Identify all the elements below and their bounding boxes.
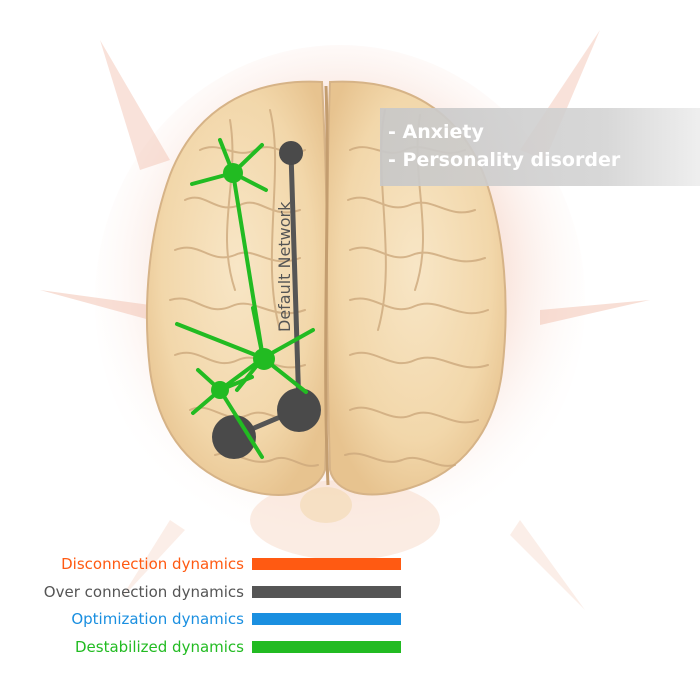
default-network-label: Default Network [275,201,294,332]
destabilized-node [211,381,229,399]
legend-label: Destabilized dynamics [74,638,244,656]
destabilized-node [253,348,275,370]
network-node [212,415,256,459]
disorder-item: - Personality disorder [388,149,621,171]
brain-folds [169,109,489,467]
legend-swatch [252,586,401,598]
network-node [277,388,321,432]
network-edge [288,152,302,410]
brain-fissure [324,85,330,486]
legend-item-optimization: Optimization dynamics [0,607,700,631]
network-node [279,141,303,165]
disorder-list: - Anxiety - Personality disorder [380,108,700,174]
legend-swatch [252,613,401,625]
legend-label: Disconnection dynamics [61,555,244,573]
legend-swatch [252,558,401,570]
disorder-callout: - Anxiety - Personality disorder [380,108,700,186]
default-network [212,141,321,459]
legend-item-over-connection: Over connection dynamics [0,580,700,604]
disorder-item: - Anxiety [388,121,484,143]
legend-item-disconnection: Disconnection dynamics [0,552,700,576]
legend-label: Optimization dynamics [71,610,244,628]
legend-swatch [252,641,401,653]
legend-item-destabilized: Destabilized dynamics [0,635,700,659]
destabilized-node [223,163,243,183]
legend-label: Over connection dynamics [43,583,244,601]
destabilized-nodes [211,163,275,399]
